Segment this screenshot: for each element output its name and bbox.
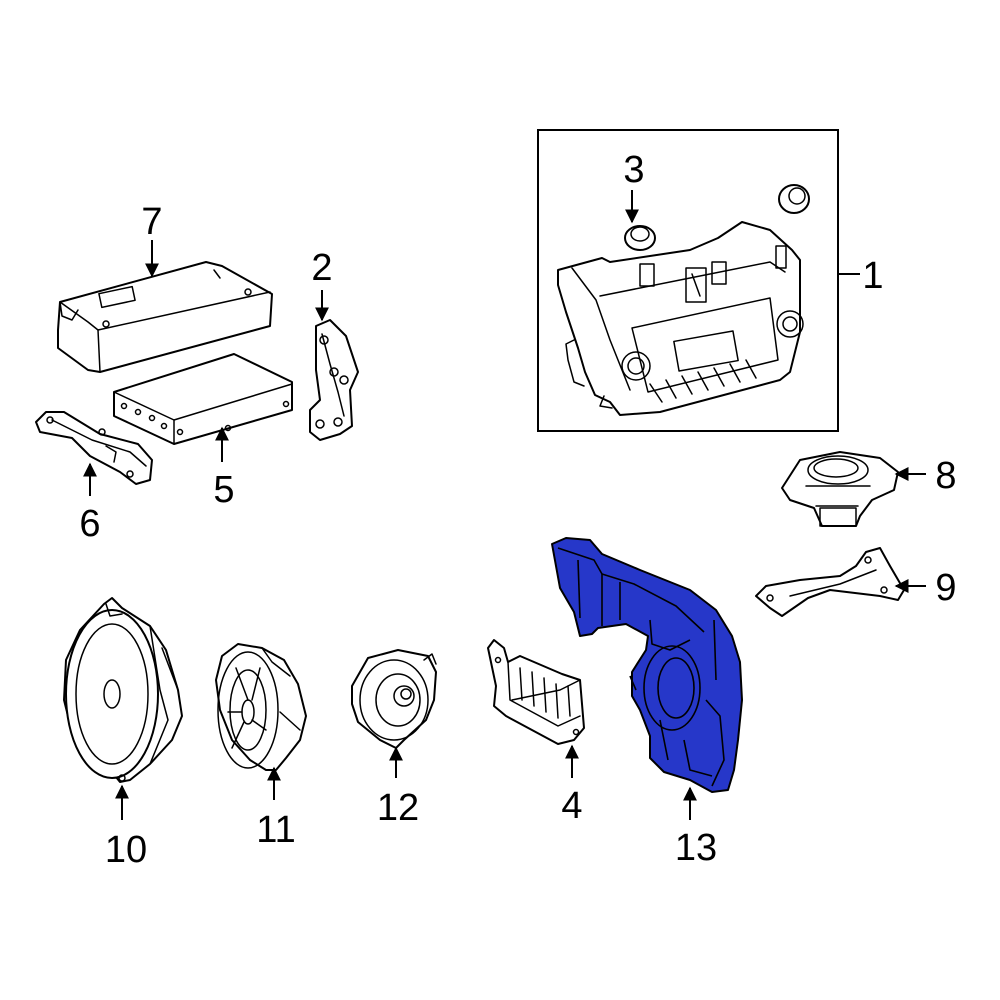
callout-labels: 1 2 3 4 5 6 7 8 9 10 11 12 13: [79, 149, 956, 871]
callout-9: 9: [935, 567, 956, 609]
part-10-speaker[interactable]: [63, 597, 183, 783]
part-3-knob-second[interactable]: [778, 184, 810, 214]
radio-head-unit: [557, 221, 804, 416]
part-1-radio-assembly[interactable]: [537, 129, 839, 432]
part-9-bracket[interactable]: [755, 547, 905, 617]
part-12-speaker[interactable]: [351, 649, 437, 749]
callout-8: 8: [935, 455, 956, 497]
part-6-bracket[interactable]: [35, 411, 153, 485]
part-4-module[interactable]: [487, 639, 585, 745]
callout-2: 2: [311, 247, 332, 289]
callout-12: 12: [377, 787, 419, 829]
callout-6: 6: [79, 503, 100, 545]
part-3-knob[interactable]: [624, 225, 656, 251]
callout-3: 3: [623, 149, 644, 191]
part-13-speaker-housing-highlighted[interactable]: [551, 537, 743, 793]
callout-10: 10: [105, 829, 147, 871]
callout-7: 7: [141, 201, 162, 243]
leader-lines: [83, 190, 926, 820]
callout-5: 5: [213, 469, 234, 511]
part-7-amplifier-cover[interactable]: [57, 261, 273, 373]
part-8-tweeter[interactable]: [781, 451, 899, 527]
callout-13: 13: [675, 827, 717, 869]
callout-1: 1: [862, 255, 883, 297]
part-5-amplifier[interactable]: [113, 353, 293, 445]
callout-4: 4: [561, 785, 582, 827]
callout-11: 11: [256, 809, 295, 851]
part-11-speaker[interactable]: [215, 643, 307, 771]
part-2-bracket[interactable]: [309, 319, 359, 441]
